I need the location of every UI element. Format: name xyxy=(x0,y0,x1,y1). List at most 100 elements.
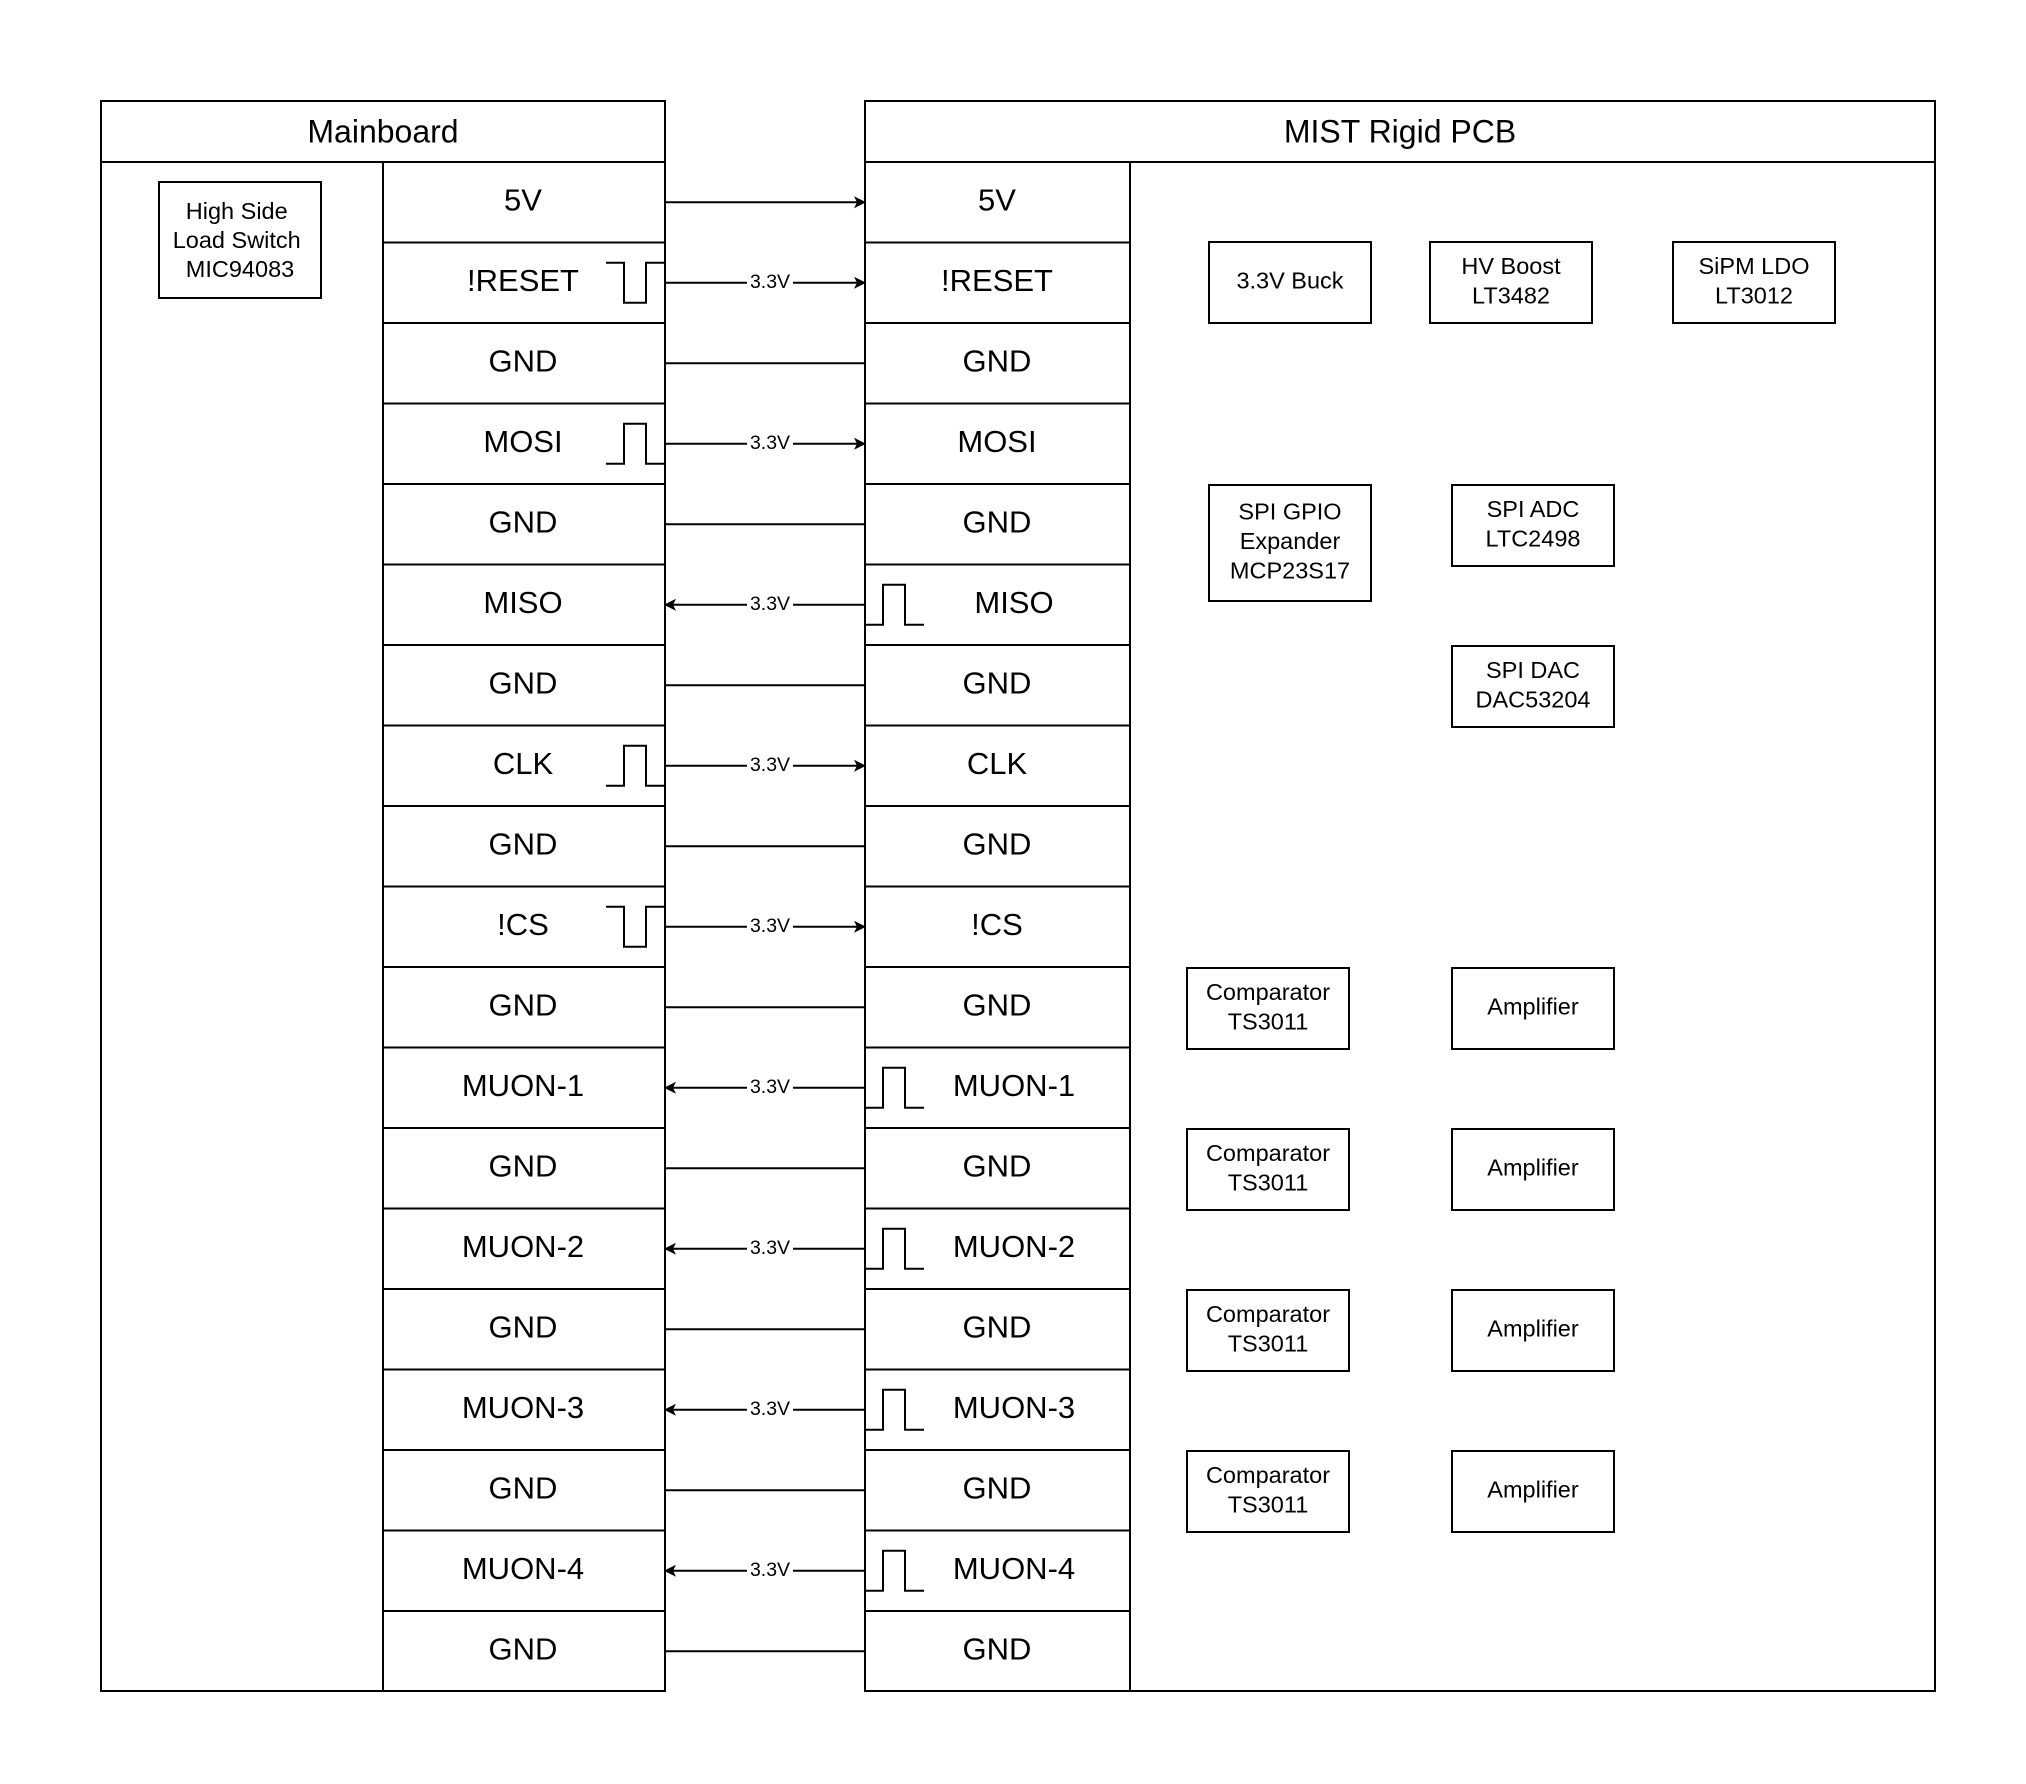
component-label-line: SiPM LDO xyxy=(1699,253,1810,279)
mist-pin-label: MUON-1 xyxy=(953,1068,1075,1103)
voltage-label: 3.3V xyxy=(750,915,790,937)
component-label-line: Amplifier xyxy=(1487,1155,1579,1181)
component-box xyxy=(1208,484,1372,602)
component-box xyxy=(1451,1289,1615,1372)
signal-row-gnd-12: GND GND xyxy=(383,1127,1130,1183)
mist-pin-label: GND xyxy=(963,665,1032,700)
signal-row-gnd-4: GND GND xyxy=(383,483,1130,539)
load-switch-label-line-2: Load Switch xyxy=(173,227,301,253)
component-label-line: Comparator xyxy=(1206,1140,1330,1166)
mainboard-pin-label: !RESET xyxy=(467,263,579,298)
component-box xyxy=(1186,1289,1350,1372)
mainboard-pin-label: GND xyxy=(489,1309,558,1344)
voltage-label: 3.3V xyxy=(750,1237,790,1259)
mainboard-pin-label: 5V xyxy=(504,182,542,217)
component-label-line: TS3011 xyxy=(1228,1491,1309,1517)
mainboard-pin-label: GND xyxy=(489,504,558,539)
mainboard-pin-label: !CS xyxy=(497,907,549,942)
component-box xyxy=(1429,241,1593,324)
voltage-label: 3.3V xyxy=(750,1559,790,1581)
mist-pin-label: GND xyxy=(963,1148,1032,1183)
component-amplifier-1: Amplifier xyxy=(1451,967,1615,1050)
mist-pin-label: GND xyxy=(963,987,1032,1022)
signal-row-clk-7: CLK CLK 3.3V xyxy=(383,724,1130,787)
component-label-line: TS3011 xyxy=(1228,1169,1309,1195)
mist-pin-label: !CS xyxy=(971,907,1023,942)
component-label-line: Amplifier xyxy=(1487,1316,1579,1342)
pulse-high-icon xyxy=(865,1388,924,1431)
component-label-line: Comparator xyxy=(1206,1301,1330,1327)
signal-row-gnd-10: GND GND xyxy=(383,966,1130,1022)
mainboard-pin-label: MUON-1 xyxy=(462,1068,584,1103)
component-amplifier-2: Amplifier xyxy=(1451,1128,1615,1211)
signal-row-muon-1-11: MUON-1 MUON-1 3.3V xyxy=(383,1046,1130,1109)
mainboard-pin-label: GND xyxy=(489,1470,558,1505)
component-spi-adc: SPI ADC LTC2498 xyxy=(1451,484,1615,567)
mainboard-pin-label: GND xyxy=(489,343,558,378)
mist-pin-label: GND xyxy=(963,1470,1032,1505)
component-label-line: TS3011 xyxy=(1228,1008,1309,1034)
component-box xyxy=(1451,484,1615,567)
mist-pin-label: !RESET xyxy=(941,263,1053,298)
mainboard-pin-label: GND xyxy=(489,987,558,1022)
component-buck: 3.3V Buck xyxy=(1208,241,1372,324)
component-box xyxy=(1672,241,1836,324)
load-switch-box xyxy=(158,181,322,299)
mist-pin-label: GND xyxy=(963,1309,1032,1344)
signal-row-gnd-6: GND GND xyxy=(383,644,1130,700)
component-box xyxy=(1186,967,1350,1050)
mainboard-pin-label: CLK xyxy=(493,746,554,781)
mist-pin-label: 5V xyxy=(978,182,1016,217)
component-label-line: 3.3V Buck xyxy=(1236,268,1343,294)
mainboard-pin-label: GND xyxy=(489,1148,558,1183)
mainboard-pin-label: GND xyxy=(489,826,558,861)
voltage-label: 3.3V xyxy=(750,593,790,615)
mist-pin-label: MUON-3 xyxy=(953,1390,1075,1425)
signal-row-gnd-16: GND GND xyxy=(383,1449,1130,1505)
component-label-line: Amplifier xyxy=(1487,994,1579,1020)
component-label-line: Comparator xyxy=(1206,1462,1330,1488)
mist-pin-label: MUON-4 xyxy=(953,1551,1075,1586)
component-label-line: SPI GPIO xyxy=(1238,499,1341,525)
mist-pin-label: GND xyxy=(963,504,1032,539)
component-label-line: LTC2498 xyxy=(1486,525,1581,551)
component-box xyxy=(1186,1450,1350,1533)
voltage-label: 3.3V xyxy=(750,754,790,776)
mist-title: MIST Rigid PCB xyxy=(1284,113,1516,149)
component-label-line: TS3011 xyxy=(1228,1330,1309,1356)
component-box xyxy=(1451,645,1615,728)
component-box xyxy=(1451,1450,1615,1533)
component-label-line: MCP23S17 xyxy=(1230,558,1350,584)
component-label-line: Amplifier xyxy=(1487,1477,1579,1503)
pulse-high-icon xyxy=(865,1549,924,1592)
mainboard-pin-label: GND xyxy=(489,665,558,700)
mist-pin-label: GND xyxy=(963,343,1032,378)
component-label-line: SPI DAC xyxy=(1486,657,1580,683)
load-switch-label-line-1: High Side xyxy=(186,198,288,224)
component-label-line: SPI ADC xyxy=(1487,496,1580,522)
mainboard-pin-label: GND xyxy=(489,1631,558,1666)
load-switch-label-line-3: MIC94083 xyxy=(186,256,294,282)
pulse-high-icon xyxy=(865,583,924,626)
mist-pin-label: CLK xyxy=(967,746,1028,781)
mainboard-pin-label: MISO xyxy=(483,585,562,620)
voltage-label: 3.3V xyxy=(750,1076,790,1098)
component-box xyxy=(1451,1128,1615,1211)
component-label-line: LT3482 xyxy=(1472,282,1550,308)
component-label-line: DAC53204 xyxy=(1476,686,1591,712)
component-label-line: Expander xyxy=(1240,528,1341,554)
voltage-label: 3.3V xyxy=(750,432,790,454)
pulse-high-icon xyxy=(865,1066,924,1109)
pulse-high-icon xyxy=(865,1227,924,1270)
component-label-line: LT3012 xyxy=(1715,282,1793,308)
